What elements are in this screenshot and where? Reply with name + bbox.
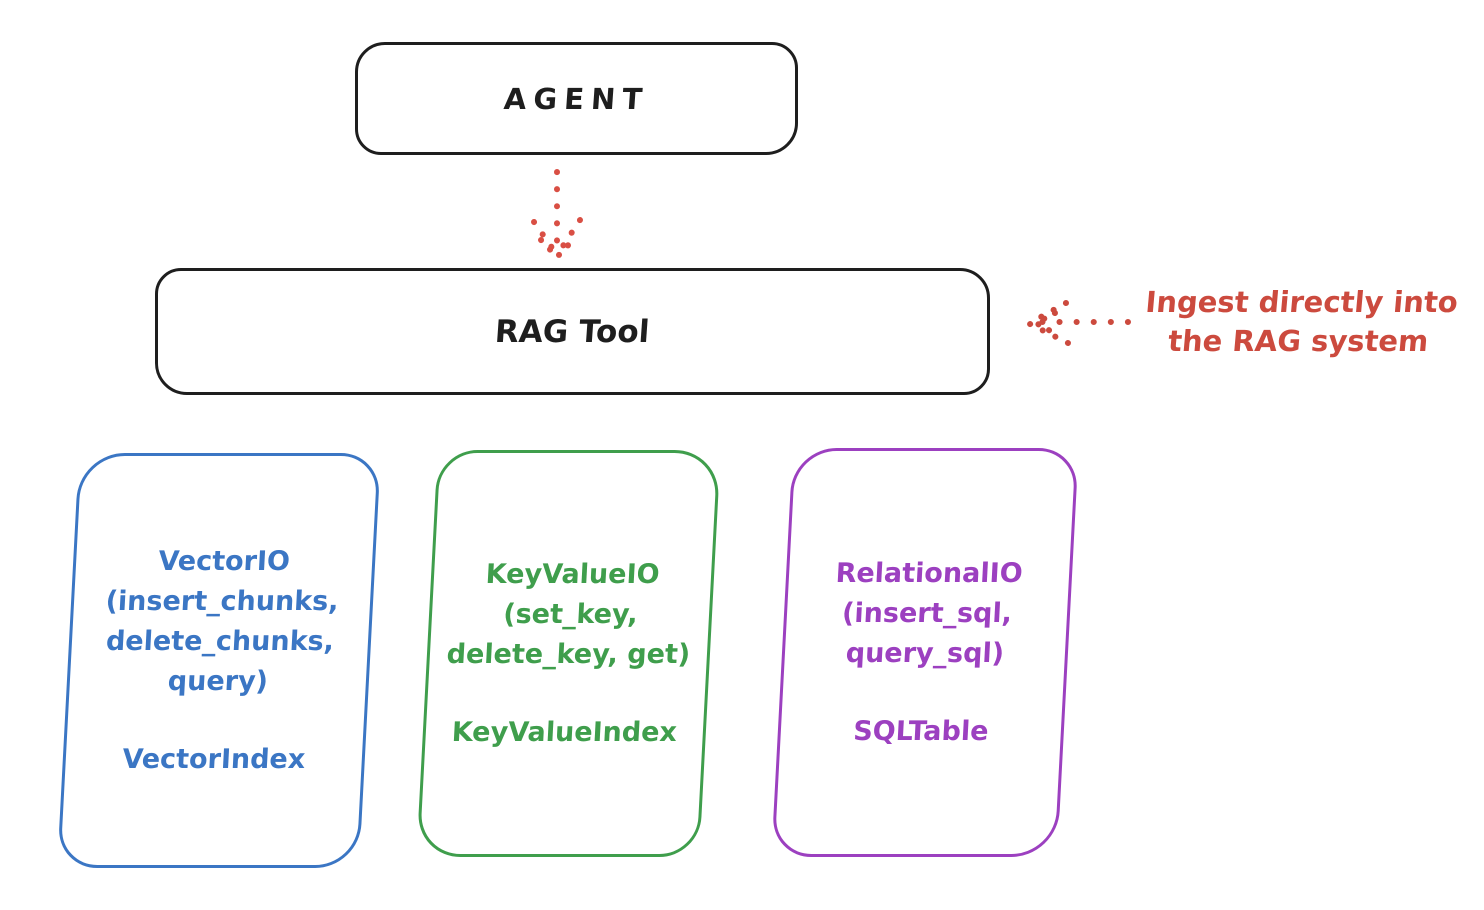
vector-io-box: VectorIO (insert_chunks, delete_chunks, … [57,453,381,868]
vector-io-line: (insert_chunks, [104,585,340,617]
ingest-annotation-arrow [1027,300,1131,346]
vector-io-line: VectorIO [157,545,291,577]
vector-io-line: delete_chunks, [105,625,335,657]
relational-io-line: RelationalIO [834,557,1024,589]
vector-index-label: VectorIndex [121,743,307,775]
keyvalue-io-line: delete_key, get) [445,638,692,670]
agent-box: AGENT [355,42,798,155]
keyvalue-io-line: KeyValueIO [484,558,661,590]
vector-io-line: query) [167,665,269,697]
ingest-annotation: Ingest directly into the RAG system [1127,283,1474,361]
agent-to-rag-arrow [531,169,583,262]
agent-box-label: AGENT [502,81,651,116]
sql-table-label: SQLTable [852,715,990,747]
relational-io-box: RelationalIO (insert_sql, query_sql) SQL… [771,448,1079,857]
relational-io-line: (insert_sql, [841,597,1013,629]
relational-io-line: query_sql) [845,637,1005,669]
keyvalue-io-box: KeyValueIO (set_key, delete_key, get) Ke… [416,450,721,857]
ingest-annotation-line2: the RAG system [1166,324,1430,358]
ingest-annotation-line1: Ingest directly into [1144,285,1460,319]
rag-tool-box-label: RAG Tool [494,313,651,350]
keyvalue-io-line: (set_key, [502,598,639,630]
rag-tool-box: RAG Tool [155,268,990,395]
keyvalue-index-label: KeyValueIndex [451,716,678,748]
